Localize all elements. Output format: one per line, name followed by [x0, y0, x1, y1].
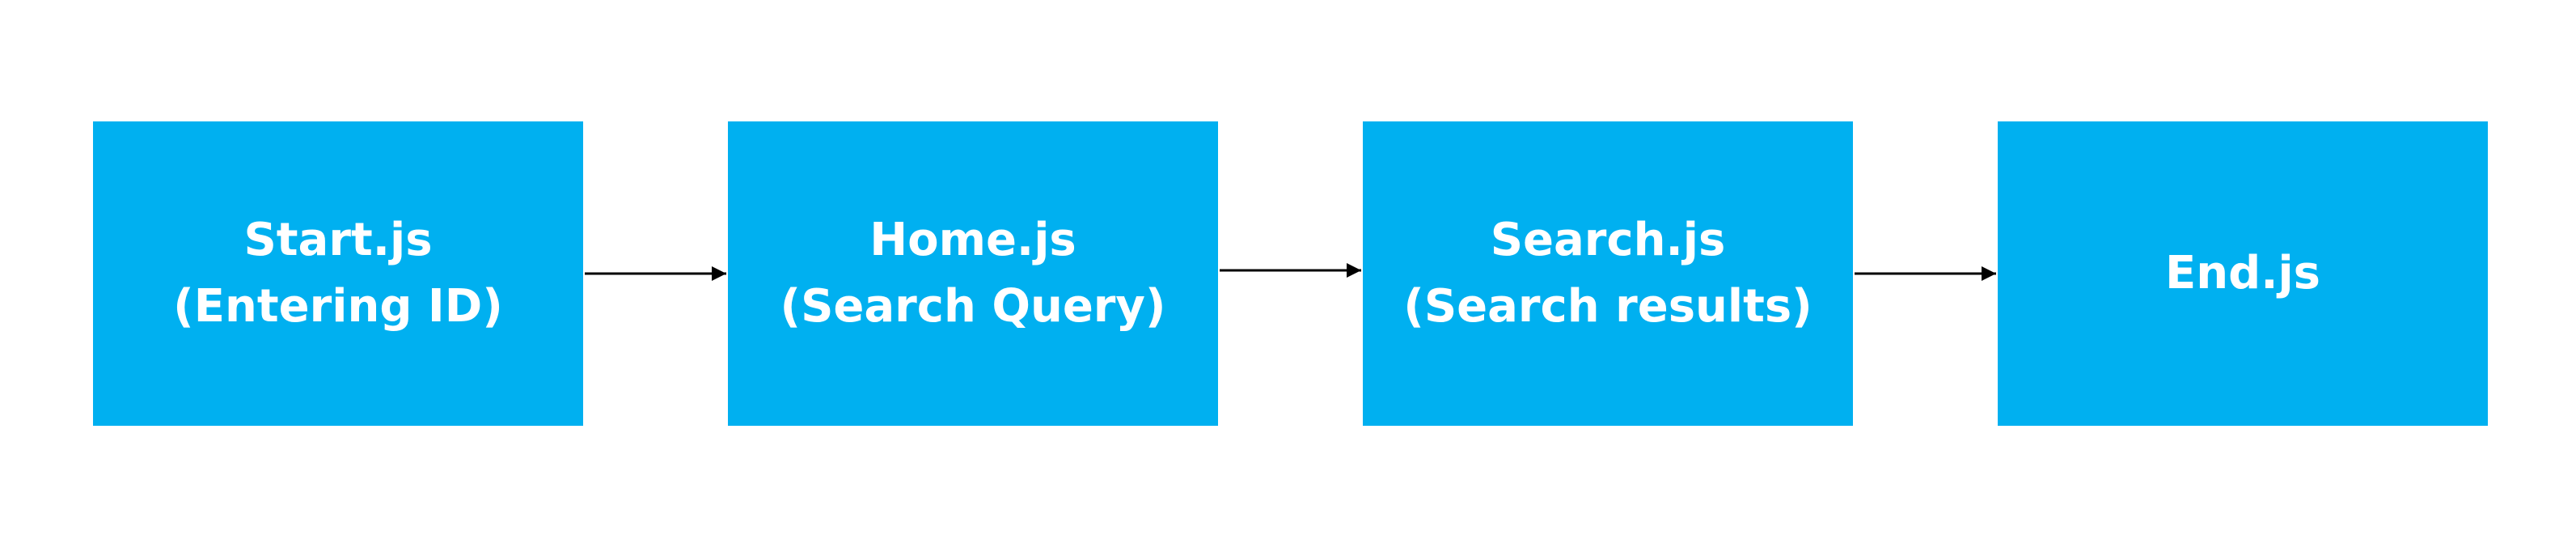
node-start-subtitle: (Entering ID): [173, 280, 503, 333]
node-end-title: End.js: [2164, 247, 2320, 299]
node-home: Home.js (Search Query): [728, 121, 1218, 426]
node-end-label: End.js: [2165, 240, 2320, 307]
node-home-title: Home.js: [869, 214, 1077, 266]
node-home-subtitle: (Search Query): [780, 280, 1166, 333]
node-start: Start.js (Entering ID): [93, 121, 583, 426]
node-home-label: Home.js (Search Query): [780, 207, 1165, 340]
node-search-label: Search.js (Search results): [1403, 207, 1813, 340]
node-end: End.js: [1998, 121, 2488, 426]
node-search-subtitle: (Search results): [1403, 280, 1813, 333]
node-search: Search.js (Search results): [1363, 121, 1853, 426]
node-start-title: Start.js: [243, 214, 433, 266]
node-start-label: Start.js (Entering ID): [173, 207, 503, 340]
node-search-title: Search.js: [1490, 214, 1726, 266]
